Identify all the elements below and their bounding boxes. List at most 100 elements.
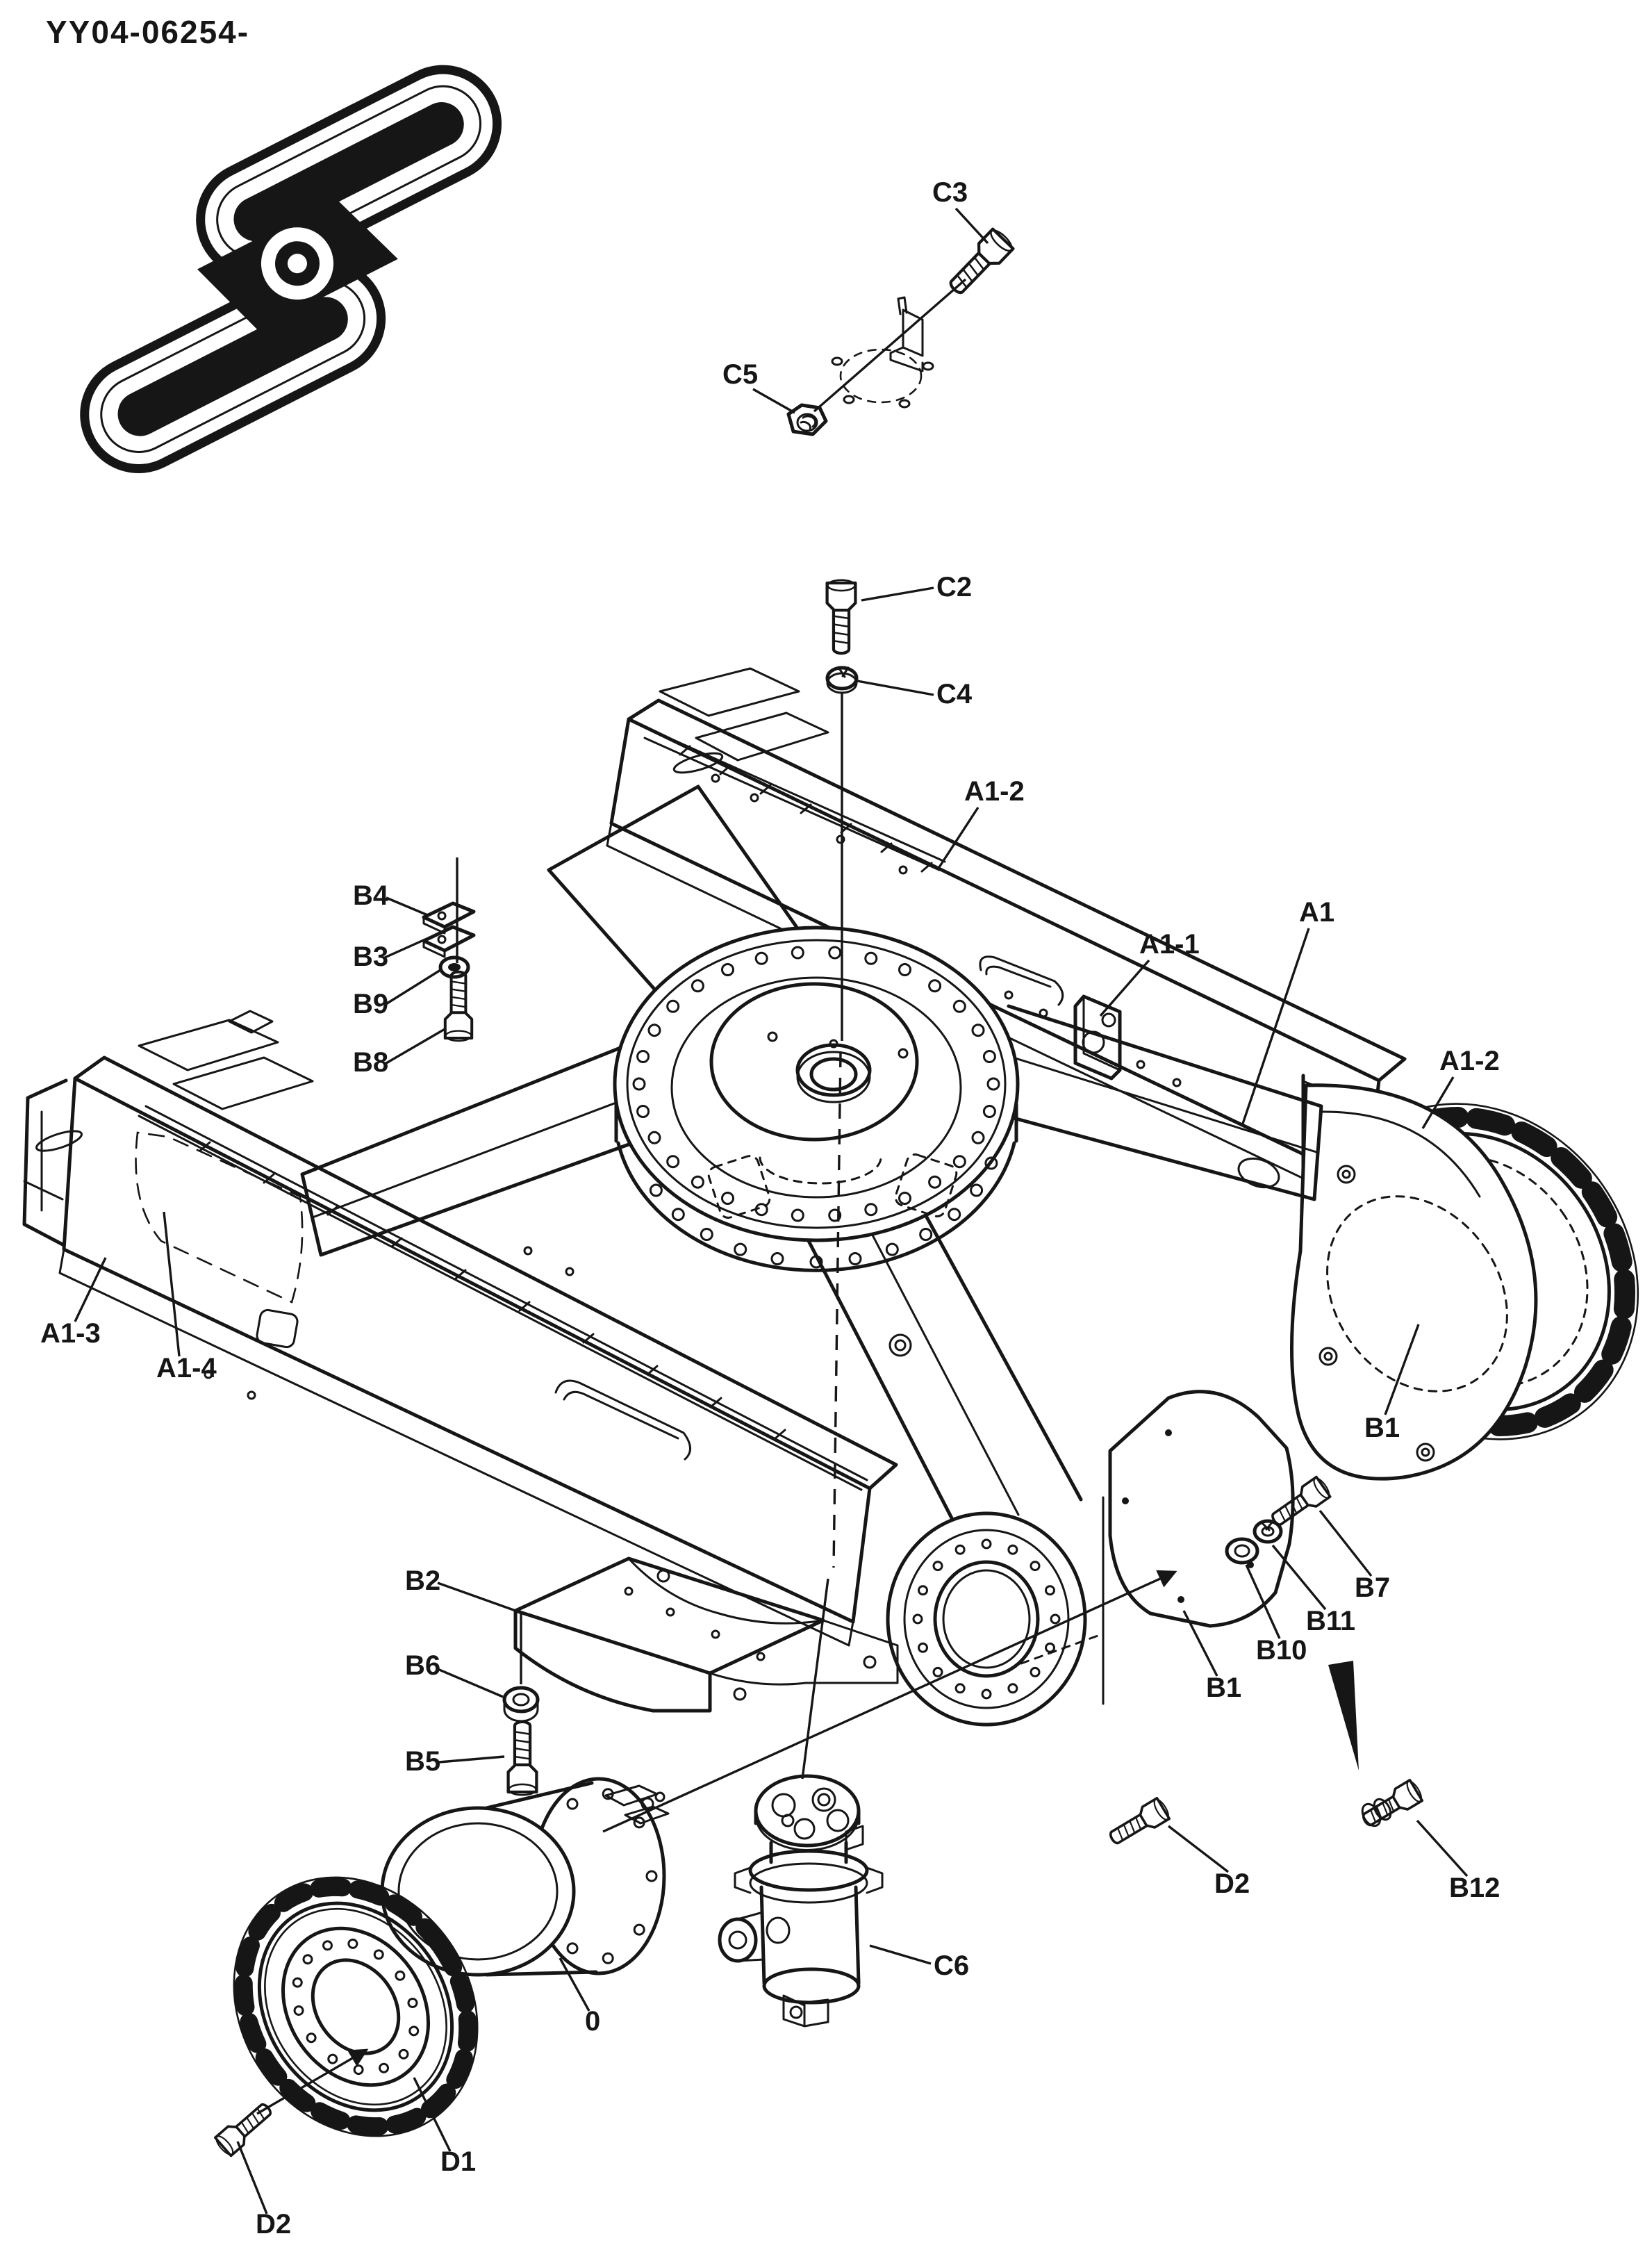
bolt-hole bbox=[379, 2062, 390, 2073]
guard-bracket-b2 bbox=[513, 1556, 899, 1713]
callout-D2-right: D2 bbox=[1214, 1868, 1250, 1899]
bolt-hole bbox=[982, 1105, 996, 1118]
leader-B1-cover bbox=[1182, 1610, 1218, 1677]
leader-A1-2-left bbox=[938, 807, 979, 868]
bolt-hole bbox=[864, 951, 878, 965]
bolt-hole bbox=[306, 2032, 317, 2044]
bolt-hole bbox=[353, 2064, 364, 2076]
bolt-hole bbox=[954, 1544, 966, 1555]
bolt-hole bbox=[970, 1183, 984, 1197]
bolt-hole bbox=[981, 1688, 992, 1700]
leader-D2-bottom bbox=[236, 2141, 268, 2214]
callout-A1-3: A1-3 bbox=[40, 1318, 101, 1349]
callout-A1: A1 bbox=[1299, 897, 1334, 928]
gasket-dashed-outline bbox=[839, 348, 923, 404]
callout-C3: C3 bbox=[932, 177, 968, 208]
callout-A1-4: A1-4 bbox=[156, 1353, 217, 1383]
callout-C4: C4 bbox=[936, 679, 973, 709]
leader-C6 bbox=[869, 1944, 932, 1965]
callout-B2: B2 bbox=[405, 1566, 440, 1596]
callout-B4: B4 bbox=[353, 880, 389, 911]
pointer-wedge bbox=[1328, 1661, 1359, 1770]
bolt-hole bbox=[645, 1870, 658, 1882]
bolt-c2 bbox=[827, 580, 856, 653]
bolt-hole bbox=[932, 1561, 943, 1572]
bolt-hole bbox=[322, 1940, 333, 1951]
bolt-hole bbox=[828, 1208, 842, 1222]
lug-a1-1 bbox=[1073, 994, 1122, 1080]
bolt-hole bbox=[971, 1131, 985, 1144]
bolt-hole bbox=[734, 1242, 747, 1256]
lock-washer-c4 bbox=[825, 666, 859, 694]
c6-axis bbox=[801, 1578, 829, 1780]
callout-B1-guard: B1 bbox=[1364, 1413, 1400, 1443]
bolt-hole bbox=[982, 1050, 996, 1063]
bolt-hole bbox=[948, 1208, 961, 1222]
bolt-hole bbox=[918, 1642, 928, 1653]
bolt-hole bbox=[347, 1938, 358, 1949]
leader-B5 bbox=[438, 1755, 505, 1764]
leader-A1 bbox=[1241, 928, 1310, 1126]
c3-c5-assembly-axis bbox=[813, 278, 967, 413]
leader-B9 bbox=[384, 969, 441, 1006]
bolt-hole bbox=[671, 1208, 685, 1222]
cover-plate-b1 bbox=[1108, 1390, 1295, 1628]
undercarriage-thumbnail-icon bbox=[80, 65, 502, 474]
bolt-hole bbox=[293, 2005, 304, 2016]
callout-D1: D1 bbox=[440, 2146, 476, 2177]
d1-bolt-axis bbox=[256, 2048, 369, 2115]
callout-B3: B3 bbox=[353, 942, 388, 972]
leader-C3 bbox=[954, 207, 989, 245]
bolt-hole bbox=[636, 1050, 650, 1063]
motor-mount-axis bbox=[602, 1570, 1177, 1833]
bolt-hole bbox=[647, 1131, 661, 1144]
callout-B12: B12 bbox=[1449, 1873, 1500, 1903]
bolt-hole bbox=[912, 1613, 923, 1625]
leader-0 bbox=[559, 1957, 590, 2012]
bolt-hole bbox=[981, 1538, 992, 1550]
bolt-hole bbox=[408, 2025, 420, 2037]
leader-B10 bbox=[1245, 1564, 1281, 1639]
swivel-joint-c6 bbox=[718, 1774, 884, 2028]
leader-A1-4 bbox=[163, 1211, 181, 1357]
hidden-pad bbox=[894, 1153, 958, 1217]
bolt-hole bbox=[954, 1683, 966, 1694]
bolt-hole bbox=[791, 1208, 804, 1222]
leader-D2-right bbox=[1167, 1825, 1230, 1873]
leader-A1-1 bbox=[1099, 959, 1150, 1017]
leader-B8 bbox=[386, 1027, 447, 1065]
leader-D1 bbox=[413, 2077, 452, 2152]
leader-C4 bbox=[857, 680, 934, 696]
pad-a1-4-hidden-outline bbox=[135, 1131, 304, 1304]
bolt-hole bbox=[636, 1105, 650, 1118]
bolt-hole bbox=[952, 1155, 966, 1169]
bolt-hole bbox=[1050, 1613, 1061, 1625]
bolt-hole bbox=[1030, 1666, 1041, 1677]
bolt-hole bbox=[373, 1949, 384, 1960]
travel-motor bbox=[380, 1777, 670, 1977]
callout-0: 0 bbox=[585, 2006, 600, 2037]
bolt-hole bbox=[828, 946, 842, 960]
bolt-hole bbox=[666, 999, 680, 1013]
bolt-hole bbox=[395, 1970, 406, 1981]
bolt-hole bbox=[754, 951, 768, 965]
bolt-hole bbox=[848, 1252, 862, 1265]
callout-B11: B11 bbox=[1306, 1606, 1355, 1636]
wear-strip-left-rail bbox=[138, 1105, 868, 1491]
leader-B7 bbox=[1319, 1509, 1373, 1577]
c2-axis-dashed bbox=[832, 1051, 842, 1568]
bolt-hole bbox=[1007, 1683, 1018, 1694]
bolt-hole bbox=[1007, 1544, 1018, 1555]
bolt-hole bbox=[928, 979, 942, 993]
bolt-hole bbox=[809, 1255, 823, 1269]
bolt-hole bbox=[721, 963, 734, 976]
bolt-hole bbox=[292, 1977, 303, 1988]
bolt-hole bbox=[302, 1954, 313, 1965]
bolt-hole bbox=[327, 2053, 338, 2064]
bolt-hole bbox=[791, 946, 804, 960]
callout-C6: C6 bbox=[934, 1950, 969, 1981]
bolt-hole bbox=[633, 1923, 645, 1936]
bolt-d2-right bbox=[1105, 1796, 1173, 1851]
sprocket-d1 bbox=[233, 1876, 479, 2137]
washer-b6 bbox=[502, 1686, 540, 1723]
